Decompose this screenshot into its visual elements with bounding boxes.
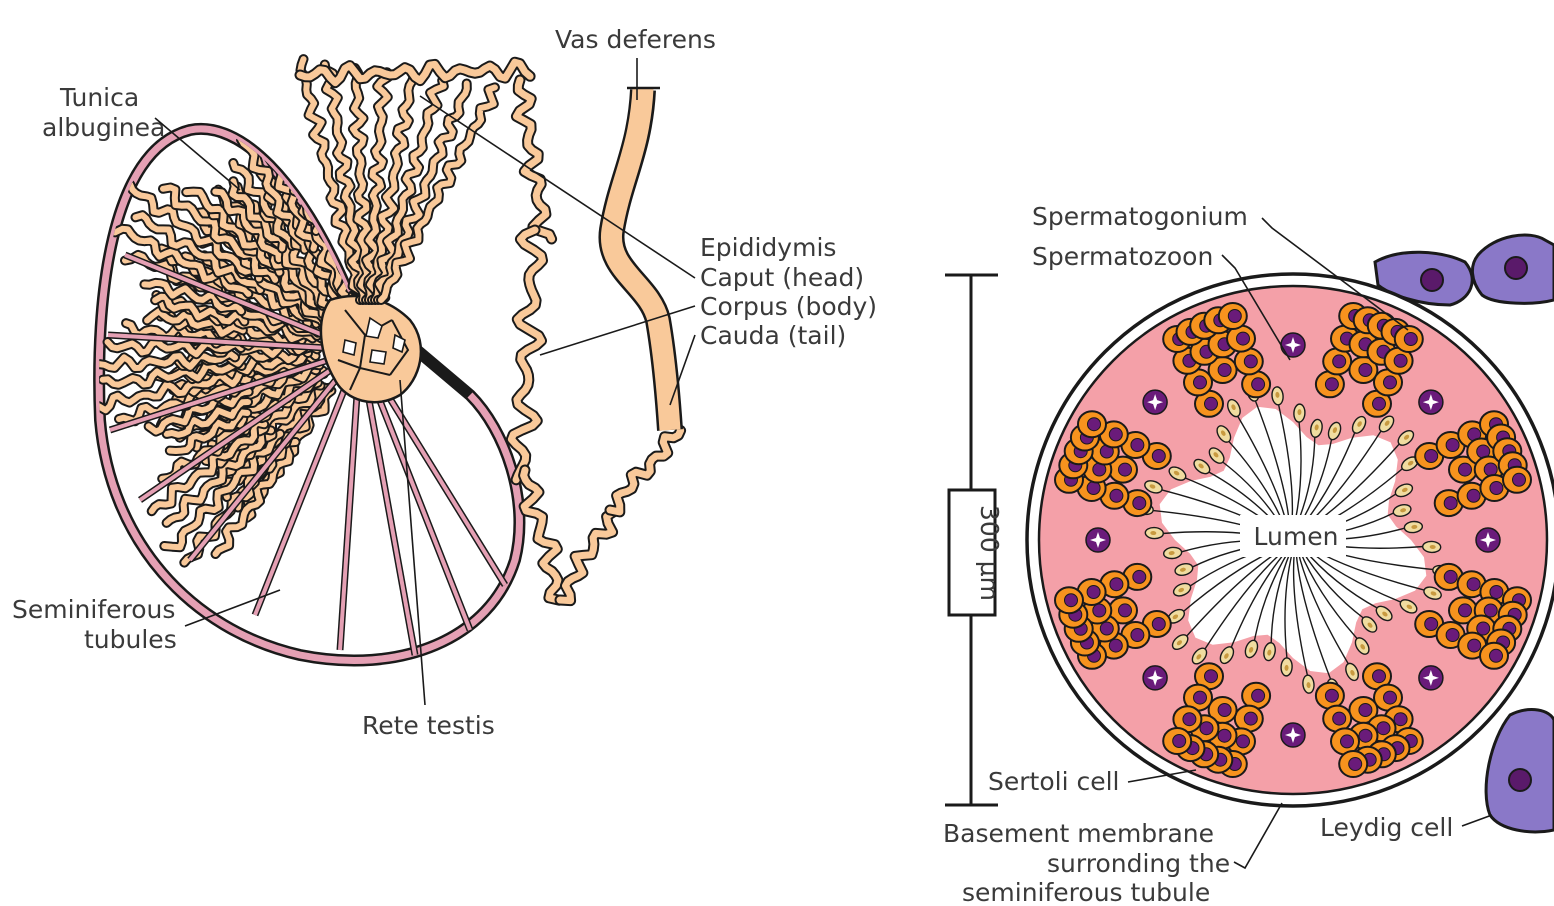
seminiferous-tubule-cross-section: Lumen	[1027, 274, 1554, 806]
scale-bar: 300 µm	[945, 275, 1004, 805]
spermatogonium-label: Spermatogonium	[1032, 202, 1248, 231]
seminiferous-label-line2: tubules	[84, 625, 177, 654]
tunica-label-line1: Tunica	[59, 83, 139, 112]
spermatozoon-label: Spermatozoon	[1032, 242, 1213, 271]
testis-cross-section	[79, 59, 680, 660]
rete-testis-label: Rete testis	[362, 711, 495, 740]
basement-label-line1: Basement membrane	[943, 819, 1214, 848]
epididymis-label: Epididymis	[700, 233, 836, 262]
vas-deferens-label: Vas deferens	[555, 25, 716, 54]
leydig-cell-label: Leydig cell	[1320, 813, 1453, 842]
scale-bar-label: 300 µm	[975, 505, 1004, 601]
basement-label-line2: surronding the	[1047, 849, 1230, 878]
basement-label-line3: seminiferous tubule	[962, 878, 1210, 906]
tunica-label-line2: albuginea	[42, 113, 165, 142]
sertoli-cell-label: Sertoli cell	[988, 767, 1119, 796]
seminiferous-label-line1: Seminiferous	[12, 595, 175, 624]
caput-label: Caput (head)	[700, 263, 864, 292]
lumen-label: Lumen	[1254, 522, 1339, 551]
cauda-label: Cauda (tail)	[700, 321, 846, 350]
corpus-label: Corpus (body)	[700, 292, 877, 321]
